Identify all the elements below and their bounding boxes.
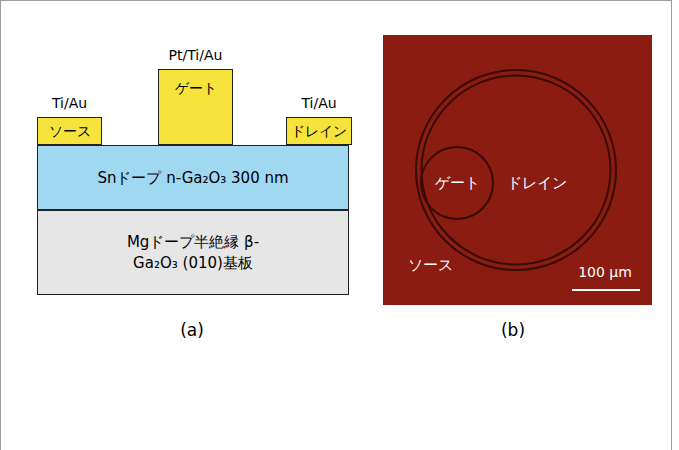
ring-line bbox=[421, 147, 493, 219]
channel-layer: Snドープ n-Ga₂O₃ 300 nm bbox=[37, 145, 349, 210]
gate-circle: ゲート bbox=[420, 146, 494, 220]
layer-label: Snドープ n-Ga₂O₃ 300 nm bbox=[97, 169, 288, 187]
drain-ring: ドレイン ゲート bbox=[415, 69, 617, 271]
layer-label: ゲート bbox=[175, 80, 217, 97]
electrode-label: ドレイン bbox=[507, 174, 567, 193]
metal-stack-label: Ti/Au bbox=[52, 95, 87, 111]
source-region-label: ソース bbox=[408, 256, 453, 275]
micrograph: ドレイン ゲートソース 100 μm bbox=[383, 35, 652, 305]
metal-stack-label: Ti/Au bbox=[301, 95, 336, 111]
source-electrode: Ti/Auソース bbox=[37, 117, 102, 145]
drain-electrode: Ti/Auドレイン bbox=[286, 117, 352, 145]
layer-label: ドレイン bbox=[291, 123, 347, 140]
substrate-layer: Mgドープ半絶縁 β-Ga₂O₃ (010)基板 bbox=[37, 210, 349, 295]
metal-stack-label: Pt/Ti/Au bbox=[169, 47, 223, 63]
ring-line bbox=[422, 76, 611, 265]
scale-bar-label: 100 μm bbox=[578, 264, 632, 280]
ring-line bbox=[416, 70, 616, 270]
circle-outline bbox=[415, 69, 617, 271]
layer-label: ソース bbox=[49, 123, 91, 140]
panel-label: (b) bbox=[501, 320, 525, 340]
gate-electrode: Pt/Ti/Auゲート bbox=[158, 69, 233, 145]
layer-label: Mgドープ半絶縁 β-Ga₂O₃ (010)基板 bbox=[118, 232, 268, 273]
panel-label: (a) bbox=[180, 320, 204, 340]
electrode-label: ゲート bbox=[435, 174, 480, 193]
scale-bar bbox=[572, 289, 640, 291]
